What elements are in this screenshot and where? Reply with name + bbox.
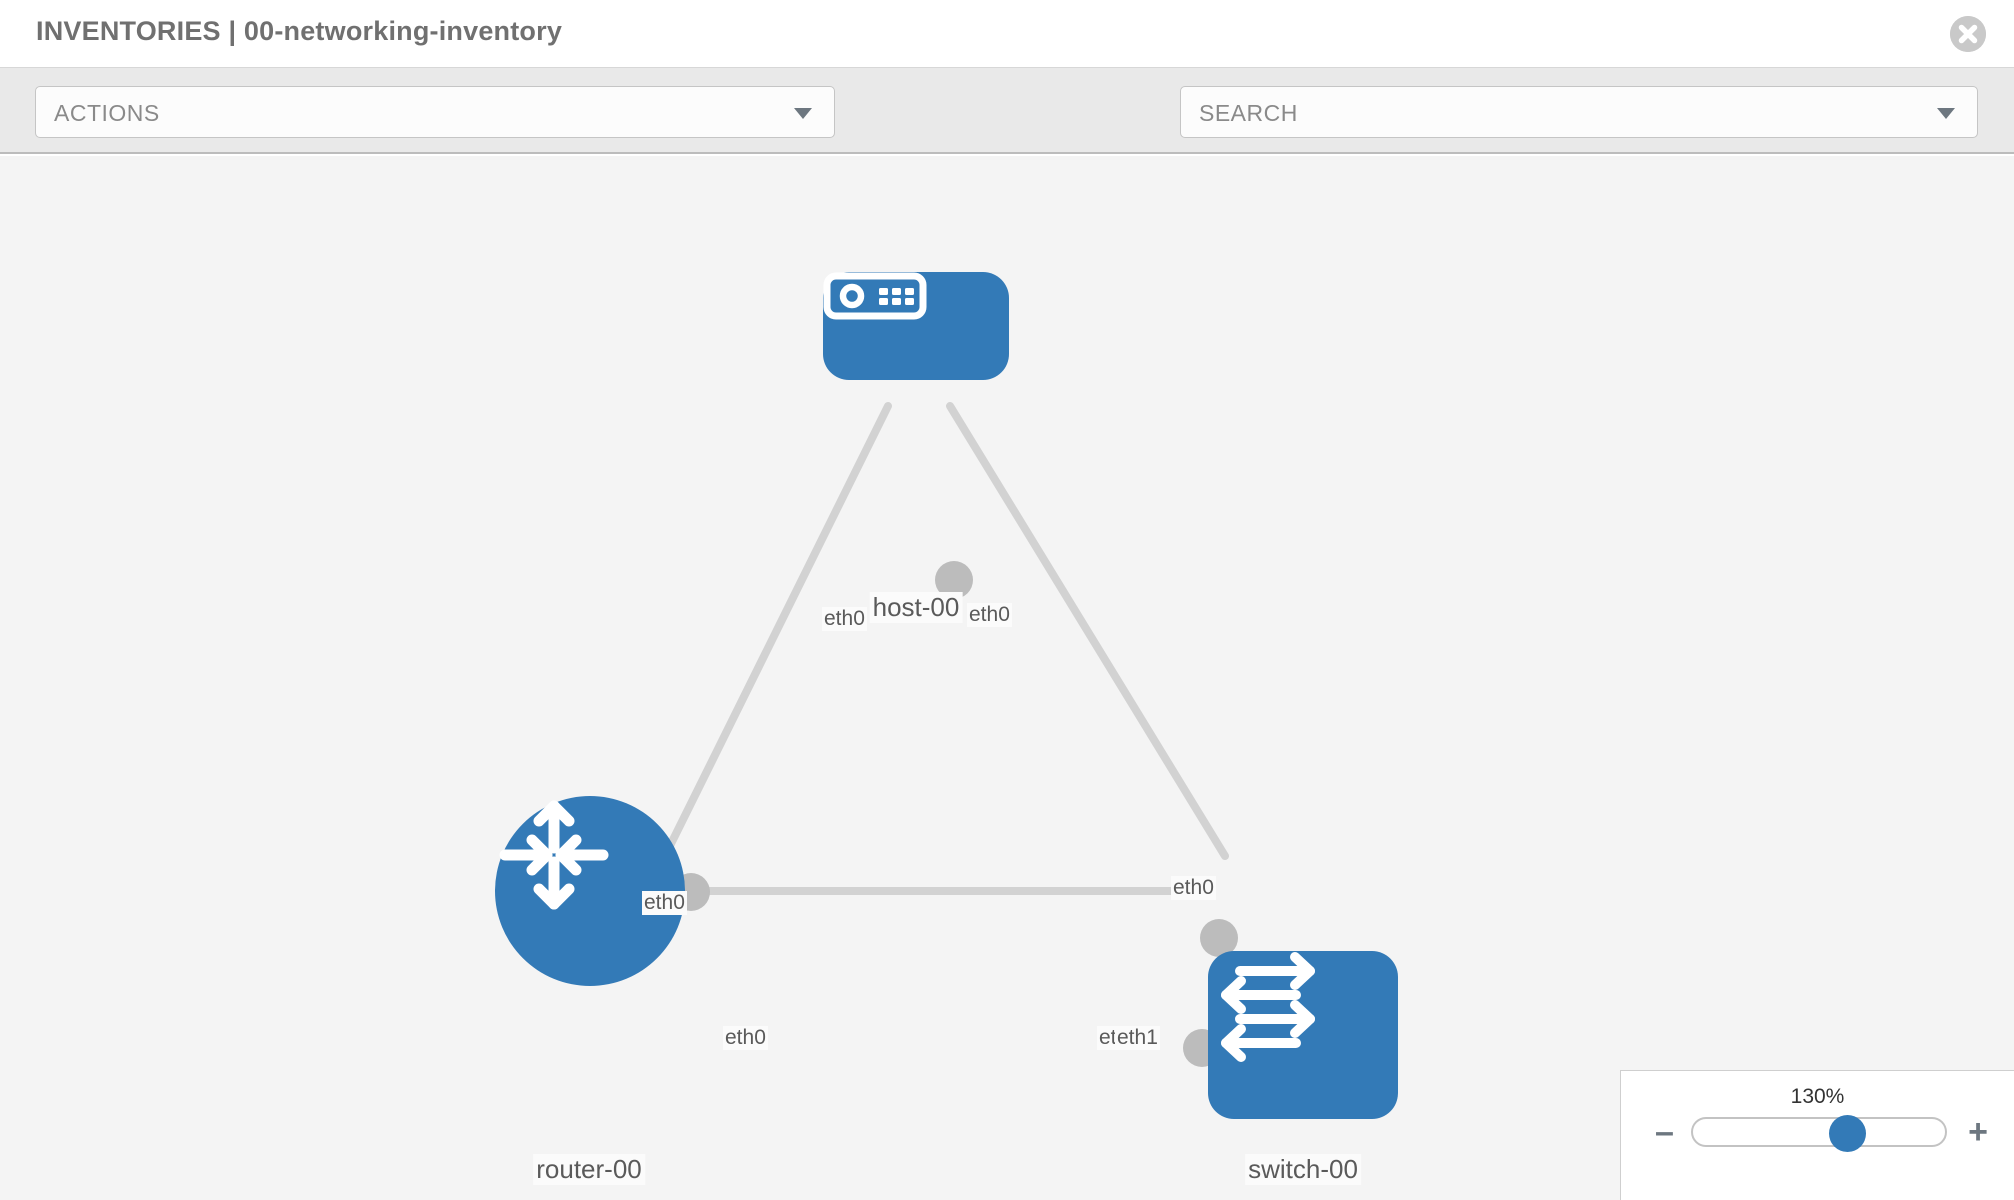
search-input[interactable]: SEARCH [1180, 86, 1978, 138]
node-switch-shape [1208, 951, 1398, 1119]
node-label-router: router-00 [533, 1154, 645, 1185]
node-host-shape [823, 272, 1009, 380]
iface-label-host-right: eth0 [967, 603, 1012, 627]
topology-canvas[interactable]: eth0 host-00 eth0 [0, 156, 2014, 1200]
page-header: INVENTORIES | 00-networking-inventory [0, 0, 2014, 68]
search-placeholder: SEARCH [1199, 100, 1298, 126]
iface-label-switch-left-a: et [1097, 1026, 1119, 1050]
zoom-in-button plus-icon[interactable]: + [1968, 1113, 1988, 1151]
zoom-slider-track[interactable] [1691, 1115, 1947, 1152]
close-icon[interactable] [1950, 16, 1986, 52]
iface-label-switch-left-b: eth1 [1115, 1026, 1160, 1050]
iface-label-host-left: eth0 [822, 607, 867, 631]
actions-dropdown[interactable]: ACTIONS [35, 86, 835, 138]
zoom-control-panel: 130% – + [1620, 1070, 2014, 1200]
actions-dropdown-label: ACTIONS [54, 100, 160, 126]
iface-label-router-top: eth0 [642, 891, 687, 915]
zoom-out-button minus-icon[interactable]: – [1655, 1113, 1674, 1151]
link-host-switch [946, 402, 1229, 860]
zoom-level-value: 130% [1790, 1085, 1845, 1108]
zoom-slider-thumb[interactable] [1828, 1115, 1866, 1152]
iface-label-router-right: eth0 [723, 1026, 768, 1050]
link-host-router [656, 402, 892, 870]
topology-links [656, 402, 1229, 895]
chevron-down-icon [794, 108, 812, 119]
toolbar: ACTIONS SEARCH [0, 68, 2014, 200]
node-label-host: host-00 [869, 592, 963, 623]
chevron-down-icon [1937, 108, 1955, 119]
connector-switch-top [1200, 919, 1238, 957]
page-title: INVENTORIES | 00-networking-inventory [36, 16, 563, 46]
node-label-switch: switch-00 [1245, 1154, 1361, 1185]
iface-label-switch-top: eth0 [1171, 876, 1216, 900]
